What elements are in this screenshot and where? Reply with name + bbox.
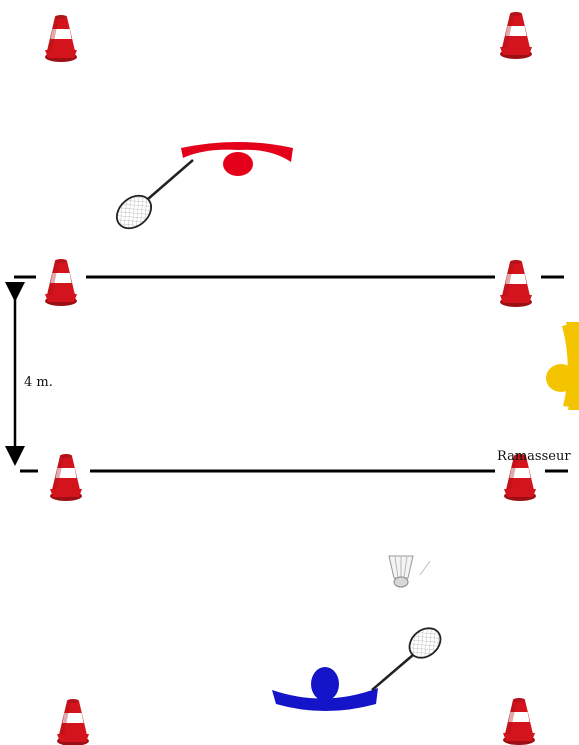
badminton-racket-icon [408, 627, 442, 659]
traffic-cone-icon [57, 699, 89, 745]
bottom-player [272, 627, 442, 711]
ramasseur-label: Ramasseur [497, 449, 571, 464]
shuttlecock-icon [388, 555, 431, 588]
traffic-cone-icon [503, 698, 535, 745]
badminton-racket-icon [115, 194, 153, 230]
traffic-cone-icon [500, 12, 532, 59]
traffic-cone-icon [500, 260, 532, 307]
traffic-cone-icon [45, 15, 77, 62]
traffic-cone-icon [45, 259, 77, 306]
ramasseur-player [546, 322, 579, 410]
racket-handle [147, 159, 194, 200]
traffic-cone-icon [50, 454, 82, 501]
top-player [115, 142, 293, 230]
racket-handle [371, 654, 414, 691]
distance-label: 4 m. [24, 375, 53, 390]
court-lines [14, 275, 568, 473]
